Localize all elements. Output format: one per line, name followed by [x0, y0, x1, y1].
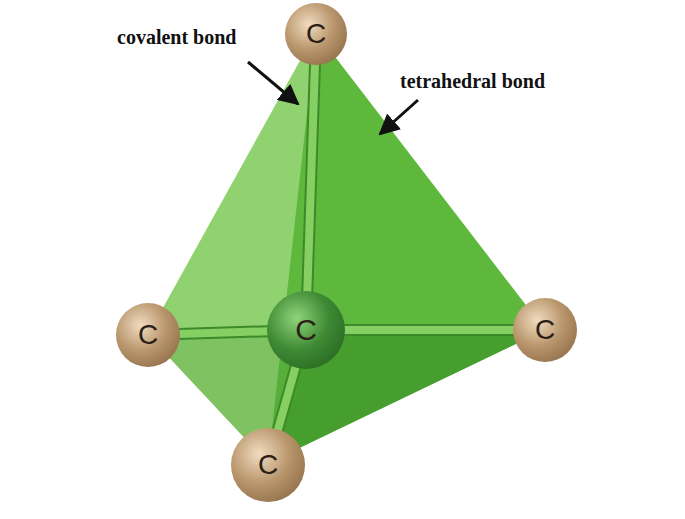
carbon-atom: C	[285, 3, 347, 65]
atom-symbol: C	[258, 451, 278, 479]
leader-arrow	[380, 100, 418, 134]
atom-symbol: C	[535, 316, 555, 344]
covalent-bond-stick	[343, 326, 515, 334]
bond-outline	[343, 324, 515, 336]
covalent-bond-stick	[277, 366, 295, 432]
callout-label: covalent bond	[117, 26, 236, 49]
callout-label: tetrahedral bond	[400, 70, 545, 93]
bond-outline	[307, 63, 315, 293]
atom-symbol: C	[306, 20, 326, 48]
carbon-atom: C	[513, 298, 577, 362]
atom-symbol: C	[138, 321, 158, 349]
right-face	[268, 32, 545, 463]
atom-symbol: C	[295, 315, 317, 345]
left-face	[148, 32, 316, 463]
bond-outline	[178, 331, 269, 334]
carbon-atom: C	[231, 428, 305, 502]
leader-arrow	[248, 62, 298, 104]
carbon-atom: C	[116, 303, 180, 367]
bond-outline	[277, 366, 295, 432]
covalent-bond-stick	[307, 63, 315, 293]
central-carbon-atom: C	[267, 291, 345, 369]
covalent-bond-stick	[178, 331, 269, 334]
